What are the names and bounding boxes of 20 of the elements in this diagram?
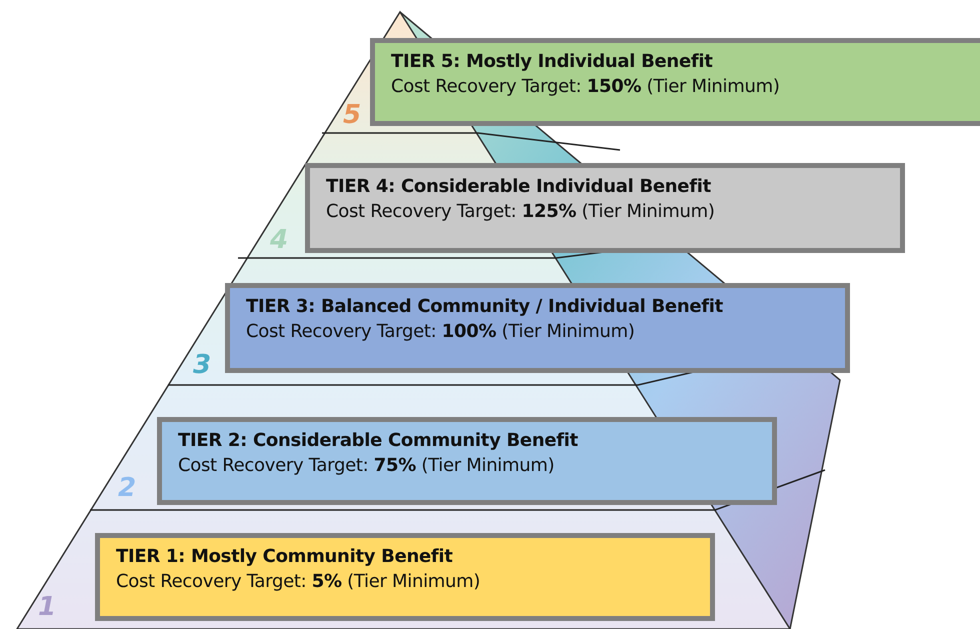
tier-title: TIER 3: Balanced Community / Individual Benefit — [246, 296, 724, 317]
tier-target: Cost Recovery Target: 125% (Tier Minimum) — [326, 201, 716, 222]
tier-box — [305, 163, 905, 253]
tier-number: 4 — [270, 225, 288, 255]
tier-target: Cost Recovery Target: 100% (Tier Minimum) — [246, 321, 636, 342]
tier-title: TIER 1: Mostly Community Benefit — [116, 546, 454, 567]
tier-box — [157, 417, 777, 505]
tier-box — [225, 283, 850, 373]
tier-target: Cost Recovery Target: 5% (Tier Minimum) — [116, 571, 482, 592]
tier-title: TIER 4: Considerable Individual Benefit — [326, 176, 712, 197]
tier-number: 1 — [38, 592, 56, 622]
tier-number: 2 — [118, 473, 136, 503]
tier-target: Cost Recovery Target: 75% (Tier Minimum) — [178, 455, 556, 476]
tier-box — [95, 533, 715, 621]
tier-box — [370, 38, 980, 126]
tier-number: 5 — [343, 100, 362, 130]
tier-target: Cost Recovery Target: 150% (Tier Minimum) — [391, 76, 781, 97]
tier-number: 3 — [193, 350, 212, 380]
tier-title: TIER 5: Mostly Individual Benefit — [391, 51, 714, 72]
tier-title: TIER 2: Considerable Community Benefit — [178, 430, 579, 451]
